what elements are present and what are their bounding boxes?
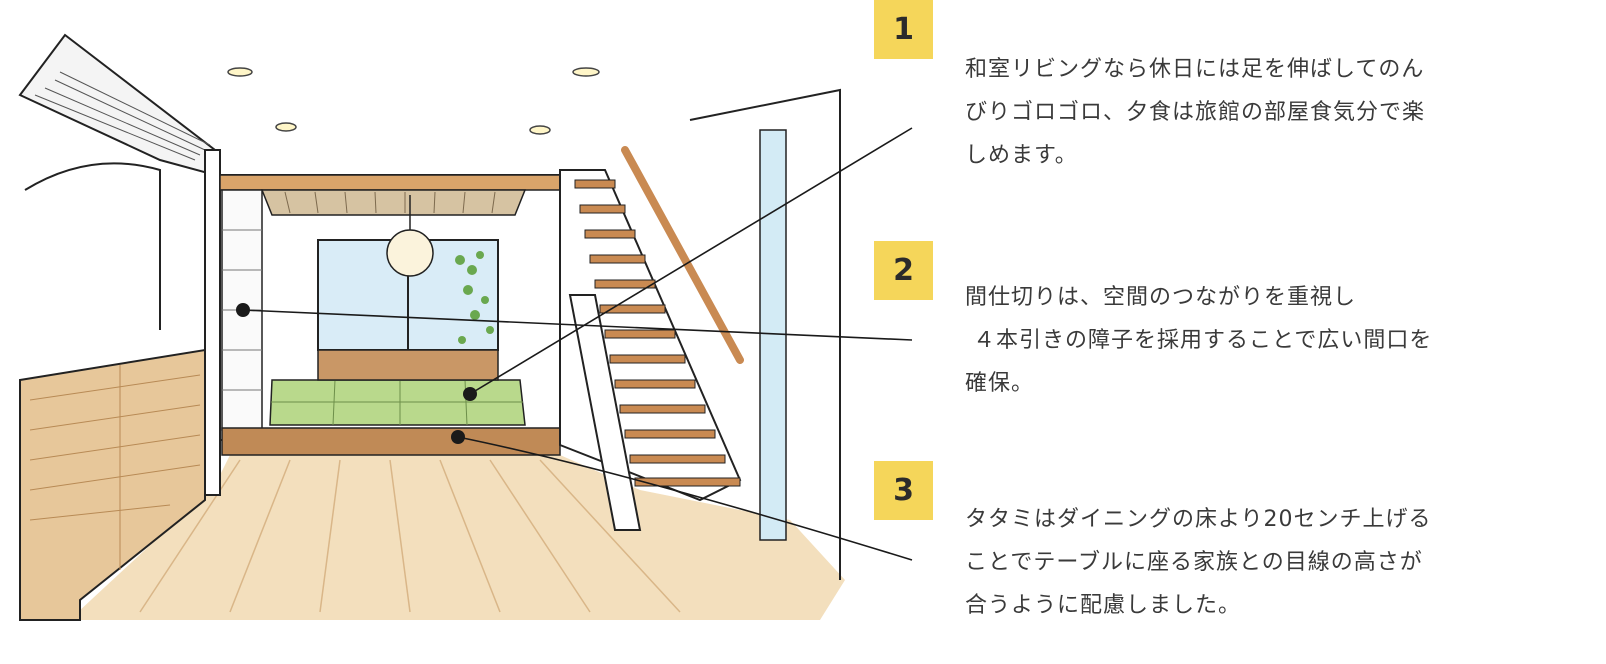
callout-text-1: 和室リビングなら休日には足を伸ばしてのん びりゴロゴロ、夕食は旅館の部屋食気分で… <box>965 48 1525 177</box>
ceiling-slats <box>284 191 496 214</box>
counter-lines <box>29 365 201 570</box>
garden-leaves <box>455 251 494 344</box>
callout-1-line-2: びりゴロゴロ、夕食は旅館の部屋食気分で楽 <box>965 100 1426 125</box>
ceiling-hatching <box>34 71 211 161</box>
left-ceiling <box>18 33 216 177</box>
wood-floor <box>78 455 845 620</box>
engawa-deck <box>317 349 499 381</box>
left-column <box>204 149 221 496</box>
dot-3 <box>451 430 465 444</box>
callout-number-2: 2 <box>874 241 933 300</box>
callout-2-line-3: 確保。 <box>965 371 1035 396</box>
pendant-lamp <box>386 229 434 277</box>
leader-lines <box>242 127 913 561</box>
stair-handrail <box>621 146 744 364</box>
stair-side-panel <box>568 294 642 531</box>
callout-2-line-1: 間仕切りは、空間のつながりを重視し <box>965 285 1357 310</box>
callout-number-3: 3 <box>874 461 933 520</box>
tatami-seams <box>271 379 523 426</box>
floor-boards <box>139 459 681 613</box>
right-glass-panel <box>759 129 787 541</box>
left-arch <box>24 162 161 330</box>
callout-1-line-1: 和室リビングなら休日には足を伸ばしてのん <box>965 57 1425 82</box>
leader-dots <box>236 303 477 444</box>
callout-3-line-1: タタミはダイニングの床より20センチ上げる <box>965 507 1432 532</box>
stair-treads <box>574 179 741 487</box>
callout-number-1: 1 <box>874 0 933 59</box>
dot-2 <box>236 303 250 317</box>
leader-line-3 <box>457 436 913 561</box>
washitsu-ceiling <box>260 189 527 216</box>
callout-2-line-2: ４本引きの障子を採用することで広い間口を <box>973 328 1433 353</box>
washitsu-lintel <box>219 174 561 191</box>
right-wall-edge <box>689 88 841 580</box>
dot-1 <box>463 387 477 401</box>
callout-1-line-3: しめます。 <box>965 143 1078 168</box>
callout-3-line-2: ことでテーブルに座る家族との目線の高さが <box>965 550 1423 575</box>
leader-line-1 <box>469 127 913 395</box>
callout-3-line-3: 合うように配慮しました。 <box>965 593 1242 618</box>
leader-line-2 <box>242 309 913 341</box>
callout-text-3: タタミはダイニングの床より20センチ上げる ことでテーブルに座る家族との目線の高… <box>965 498 1525 627</box>
ceiling-lights <box>227 67 600 135</box>
callout-text-2: 間仕切りは、空間のつながりを重視し ４本引きの障子を採用することで広い間口を 確… <box>965 276 1525 405</box>
tatami-step <box>221 427 561 456</box>
